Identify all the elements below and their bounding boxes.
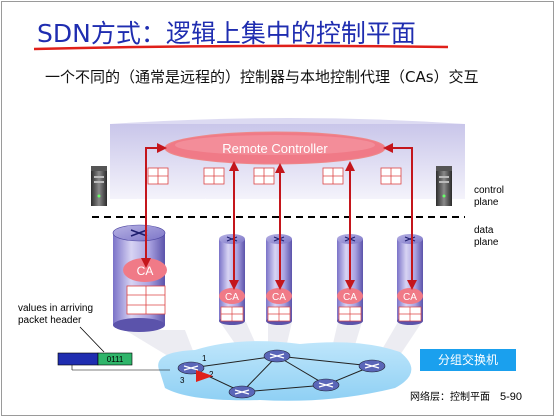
flow-table-icon [380,167,402,185]
control-plane-label-2: plane [474,197,499,208]
control-arrows [141,143,417,290]
forward-arrow [196,370,213,382]
router-icon [263,349,291,363]
slide-subtitle: 一个不同的（通常是远程的）控制器与本地控制代理（CAs）交互 [45,68,479,86]
port-label: 2 [209,370,214,379]
packet-icon: 0111 [57,352,170,371]
slide-footer: 网络层：控制平面 5-90 [410,388,522,403]
data-plane-label-1: data [474,225,494,236]
slide-title: SDN方式：逻辑上集中的控制平面 [37,19,416,48]
flow-table-icon [147,167,169,185]
flow-table-icon [253,167,275,185]
ca-label: CA [137,264,154,278]
data-plane-label-2: plane [474,237,499,248]
remote-controller: Remote Controller [164,131,386,165]
packet-header-label-1: values in arriving [18,303,93,314]
flow-table-icon [322,167,344,185]
ca-label: CA [343,292,357,303]
router-icon [228,385,256,399]
title-underline [33,44,449,51]
port-label: 3 [180,376,185,385]
server-icon [436,166,452,206]
network-cloud [158,341,412,401]
page-number: 5-90 [500,391,523,403]
packet-switch-badge: 分组交换机 [420,349,516,371]
flow-table-icon [203,167,225,185]
ca-label: CA [225,292,239,303]
remote-controller-label: Remote Controller [222,141,328,156]
server-icon [91,166,107,206]
footer-section: 网络层：控制平面 [410,392,490,403]
switch-cylinder-large: CA [112,224,167,332]
router-icon [312,378,340,392]
flow-table-icon [126,285,166,315]
packet-header-pointer [79,326,105,353]
ca-label: CA [272,292,286,303]
packet-bits: 0111 [107,355,124,364]
switch-cylinder: CA [397,234,423,325]
port-label: 1 [202,354,207,363]
packet-header-label-2: packet header [18,315,82,326]
control-plane-label-1: control [474,185,504,196]
switch-cylinder: CA [219,234,245,325]
router-icon [358,359,386,373]
ca-label: CA [403,292,417,303]
